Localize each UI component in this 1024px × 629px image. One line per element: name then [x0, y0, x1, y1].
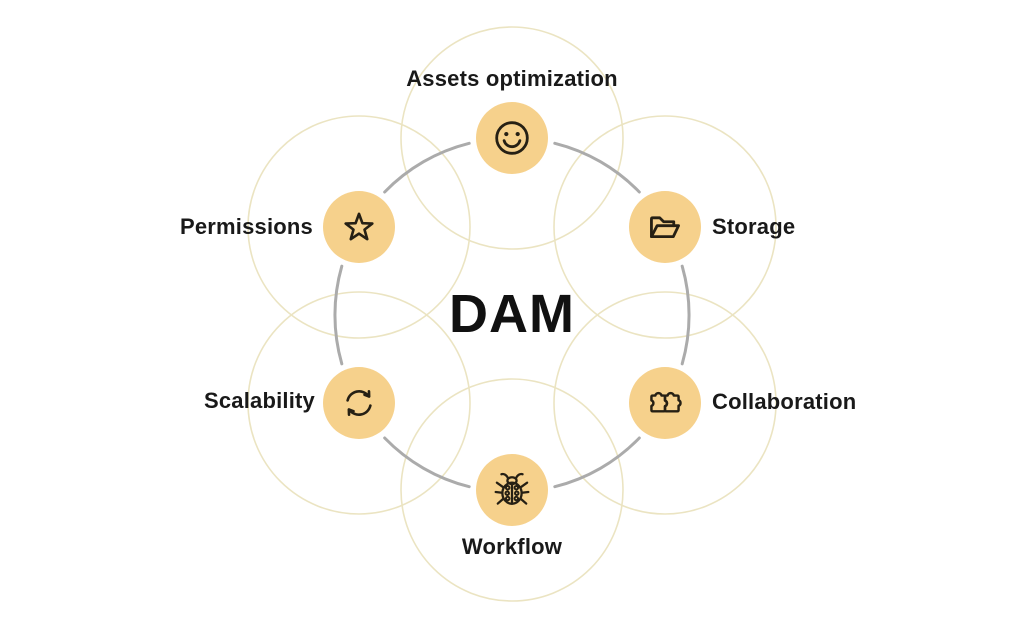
label-assets-optimization: Assets optimization [406, 66, 618, 91]
node-workflow [476, 454, 548, 526]
halo-circles [247, 26, 777, 602]
node-assets-optimization [476, 102, 548, 174]
smiley-icon [495, 121, 529, 155]
diagram-title: DAM [449, 284, 575, 344]
label-permissions: Permissions [179, 214, 313, 239]
label-storage: Storage [712, 214, 796, 239]
open-folder-icon [650, 216, 680, 239]
connector-arcs [333, 141, 691, 489]
star-icon [344, 212, 374, 241]
label-workflow: Workflow [461, 534, 563, 559]
puzzle-icon [650, 391, 682, 413]
node-collaboration [629, 367, 701, 439]
node-permissions [323, 191, 395, 263]
bug-icon [494, 472, 530, 505]
sync-arrows-icon [346, 389, 372, 417]
label-scalability: Scalability [203, 388, 315, 413]
label-collaboration: Collaboration [712, 389, 857, 414]
node-storage [629, 191, 701, 263]
node-scalability [323, 367, 395, 439]
